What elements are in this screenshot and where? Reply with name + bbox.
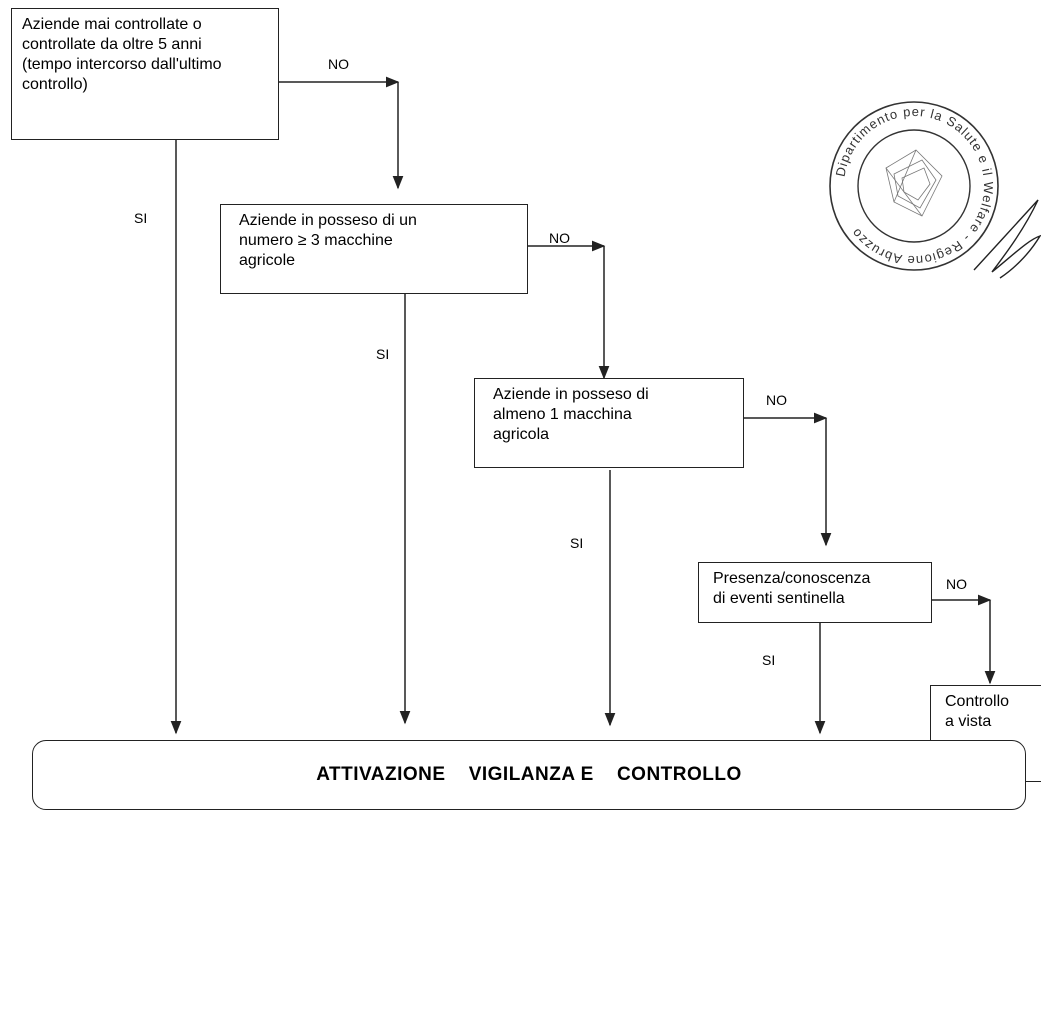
official-stamp: Dipartimento per la Salute e il Welfare … [829,101,1041,279]
label-no-4: NO [946,576,967,592]
box-eventi-sentinella: Presenza/conoscenza di eventi sentinella [698,562,932,623]
box-attivazione-vigilanza-controllo: ATTIVAZIONE VIGILANZA E CONTROLLO [32,740,1026,810]
label-no-2: NO [549,230,570,246]
svg-text:Dipartimento per la Salute e i: Dipartimento per la Salute e il Welfare … [833,104,997,268]
label-no-3: NO [766,392,787,408]
label-si-4: SI [762,652,776,668]
box-aziende-1-macchina: Aziende in posseso di almeno 1 macchina … [474,378,744,468]
box-aziende-mai-controllate: Aziende mai controllate o controllate da… [11,8,279,140]
label-si-2: SI [376,346,390,362]
label-si-1: SI [134,210,148,226]
label-si-3: SI [570,535,584,551]
box-aziende-3-macchine: Aziende in posseso di un numero ≥ 3 macc… [220,204,528,294]
label-no-1: NO [328,56,349,72]
signature [973,199,1041,279]
